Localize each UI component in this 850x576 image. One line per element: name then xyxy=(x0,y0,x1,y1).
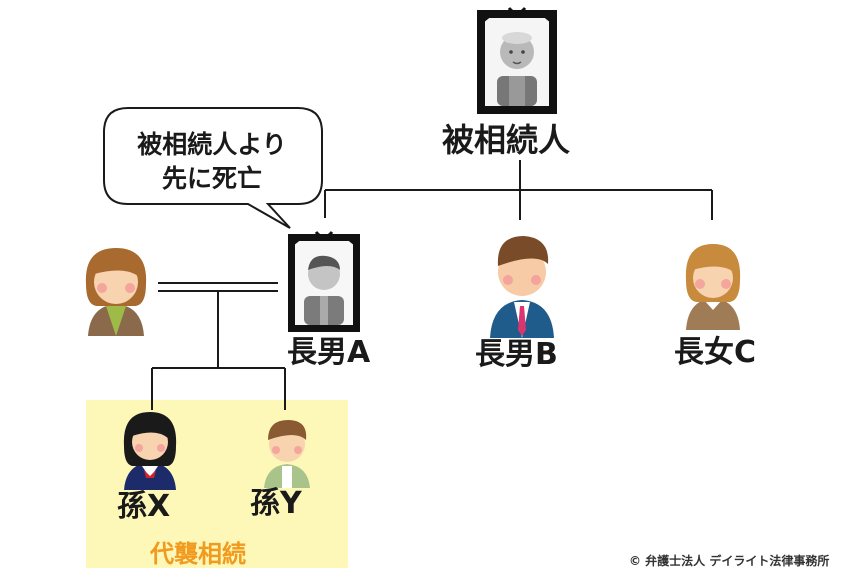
node-label-son-a: 長男A xyxy=(287,335,371,370)
girl-student-avatar-icon xyxy=(123,412,177,490)
memorial-portrait-man-icon xyxy=(288,231,360,332)
woman-avatar-icon xyxy=(85,248,147,336)
node-label-grandchild-y: 孫Y xyxy=(250,486,302,521)
woman-avatar-icon xyxy=(685,244,741,330)
speech-bubble xyxy=(103,107,323,229)
node-label-deceased: 被相続人 xyxy=(442,121,571,159)
boy-avatar-icon xyxy=(264,420,310,488)
memorial-portrait-elder-icon xyxy=(477,7,557,114)
copyright-text: © 弁護士法人 デイライト法律事務所 xyxy=(629,554,830,568)
speech-bubble-text: 被相続人より 先に死亡 xyxy=(112,128,312,196)
representation-label: 代襲相続 xyxy=(150,540,246,568)
node-label-daughter-c: 長女C xyxy=(674,335,757,370)
speech-bubble-line2: 先に死亡 xyxy=(161,164,262,193)
node-label-son-b: 長男B xyxy=(475,337,558,372)
man-in-suit-avatar-icon xyxy=(490,236,554,338)
node-label-grandchild-x: 孫X xyxy=(117,489,171,524)
speech-bubble-line1: 被相続人より xyxy=(137,130,287,159)
